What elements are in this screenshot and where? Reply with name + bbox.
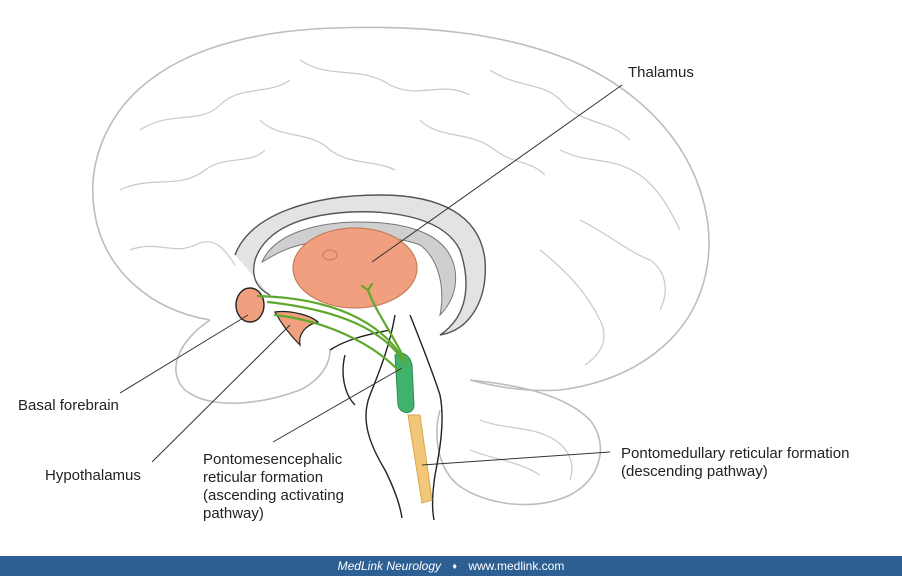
pontomedullary-region (407, 414, 433, 504)
footer-url-link[interactable]: www.medlink.com (468, 559, 565, 573)
label-pontomesencephalic-line-2: reticular formation (203, 469, 324, 486)
cerebrum-outline (91, 26, 710, 392)
label-pontomedullary-line-2: (descending pathway) (621, 463, 768, 480)
label-pontomesencephalic-line-4: pathway) (203, 505, 264, 522)
midbrain-outline (329, 329, 391, 406)
footer-separator: ♦ (452, 561, 457, 571)
thalamus-region (292, 227, 418, 309)
pontomesencephalic-leader (272, 367, 403, 443)
label-pontomedullary-line-1: Pontomedullary reticular formation (621, 445, 850, 462)
temporal-lobe-outline (175, 319, 331, 404)
corpus-callosum (234, 194, 487, 336)
hypothalamus-leader (151, 324, 291, 463)
label-basal-forebrain: Basal forebrain (18, 397, 119, 414)
brainstem-outline-posterior (409, 314, 443, 521)
footer-bar: MedLink Neurology ♦ www.medlink.com (0, 556, 902, 576)
ascending-activating-pathway (256, 282, 408, 374)
gyri-lines (119, 59, 681, 481)
cerebellum-outline (436, 379, 602, 506)
label-pontomesencephalic-line-1: Pontomesencephalic (203, 451, 343, 468)
brain-sagittal-diagram (91, 26, 710, 521)
label-thalamus: Thalamus (628, 64, 694, 81)
label-hypothalamus: Hypothalamus (45, 467, 141, 484)
leader-lines (119, 84, 623, 466)
pontomedullary-leader (421, 451, 611, 466)
brainstem-outline (365, 314, 403, 519)
footer-brand: MedLink Neurology (337, 559, 442, 573)
label-pontomedullary: Pontomedullary reticular formation (desc… (621, 445, 849, 481)
label-pontomesencephalic: Pontomesencephalic reticular formation (… (203, 451, 344, 523)
basal-forebrain-leader (119, 314, 249, 394)
basal-forebrain-region (235, 287, 265, 323)
thalamus-leader (371, 84, 623, 263)
label-pontomesencephalic-line-3: (ascending activating (203, 487, 344, 504)
massa-intermedia (322, 249, 338, 261)
